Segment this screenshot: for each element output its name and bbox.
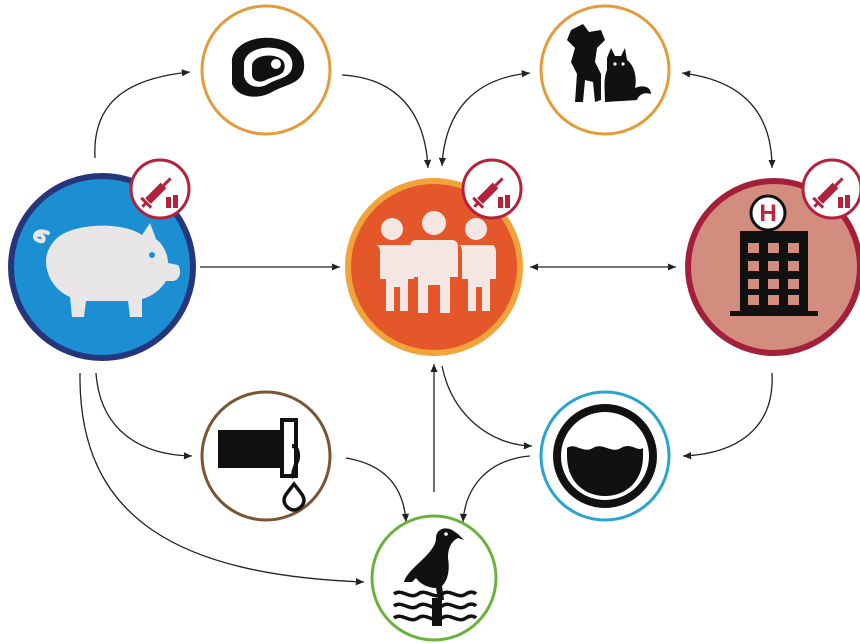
node-pig xyxy=(8,173,196,361)
syringe-vials-icon xyxy=(812,177,850,209)
edge-pig-to-meat xyxy=(94,69,191,159)
hospital-building-icon: H xyxy=(730,194,818,316)
node-wildlife xyxy=(370,514,498,642)
edge-manure-to-wildlife xyxy=(345,457,410,523)
badge-layer xyxy=(129,158,860,220)
node-manure xyxy=(200,390,332,522)
edge-water-to-wildlife xyxy=(459,455,531,523)
seagull-water-icon xyxy=(392,528,478,626)
water-basin-icon xyxy=(553,404,657,508)
edge-meat-to-humans xyxy=(341,74,432,169)
manure-pipe-drip-icon xyxy=(218,418,306,512)
pig-icon xyxy=(33,223,181,317)
edge-pig-to-manure xyxy=(95,372,193,460)
syringe-vials-icon xyxy=(140,177,178,209)
meat-steak-icon xyxy=(231,37,305,97)
edge-pig-to-wildlife xyxy=(79,372,365,586)
node-meat xyxy=(200,4,332,136)
edge-pets-humans xyxy=(438,70,531,167)
antibiotic-badge-pig xyxy=(129,158,191,220)
syringe-vials-icon xyxy=(472,177,510,209)
pets-dog-cat-icon xyxy=(567,24,651,102)
people-group-icon xyxy=(376,211,496,313)
edge-layer xyxy=(79,69,776,586)
edge-hospital-to-water xyxy=(682,372,773,460)
node-humans xyxy=(345,178,523,356)
hospital-sign-label: H xyxy=(759,200,776,227)
node-pets xyxy=(539,4,671,136)
node-hospital: H xyxy=(685,178,860,356)
edge-humans-to-water xyxy=(441,365,533,450)
edge-pets-hospital xyxy=(681,70,776,169)
node-water xyxy=(539,390,671,522)
antibiotic-badge-hospital xyxy=(801,158,860,220)
antibiotic-badge-humans xyxy=(461,158,523,220)
